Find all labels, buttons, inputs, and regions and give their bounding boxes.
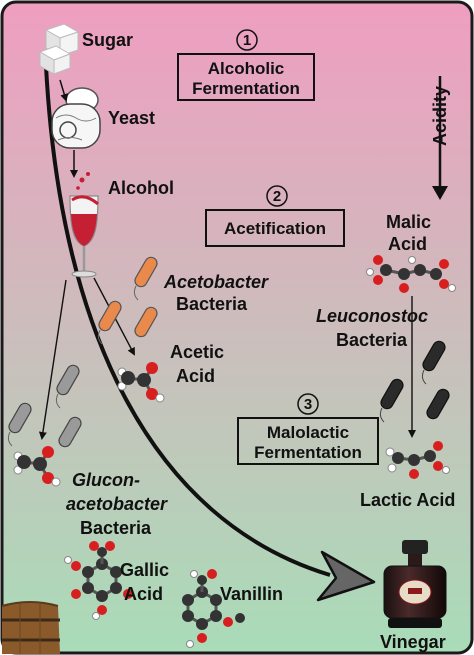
step-1-line1: Alcoholic bbox=[208, 59, 285, 78]
yeast-label: Yeast bbox=[108, 108, 155, 128]
lactic-acid-label: Lactic Acid bbox=[360, 490, 455, 510]
barrel-icon bbox=[1, 601, 60, 654]
malic-acid-molecule-icon bbox=[366, 255, 456, 293]
acetic-acid-molecule-icon bbox=[117, 362, 165, 403]
acidity-arrowhead-icon bbox=[432, 186, 448, 200]
gluconacetobacter-bacteria-label: Bacteria bbox=[80, 518, 152, 538]
step-3-number: 3 bbox=[304, 396, 312, 413]
alcohol-to-gluconacetobacter-arrow bbox=[38, 279, 67, 440]
sugar-label: Sugar bbox=[82, 30, 133, 50]
sugar-cubes-icon bbox=[38, 23, 80, 75]
step-3-box bbox=[237, 417, 379, 465]
acetic-acid-molecule-left-icon bbox=[13, 446, 61, 487]
step-3-line2: Fermentation bbox=[254, 443, 362, 462]
step-2-box bbox=[205, 209, 345, 247]
step-2-number: 2 bbox=[273, 188, 281, 205]
acetobacter-bacteria-label: Bacteria bbox=[176, 294, 248, 314]
sugar-to-yeast-arrow bbox=[59, 79, 69, 102]
yeast-cell-icon bbox=[51, 87, 101, 149]
vinegar-label: Vinegar bbox=[380, 632, 446, 652]
step-1-number: 1 bbox=[243, 32, 251, 49]
vanillin-molecule-icon bbox=[182, 569, 245, 648]
gluconacetobacter-bacteria-icon bbox=[7, 364, 82, 448]
leuconostoc-label: Leuconostoc bbox=[316, 306, 428, 326]
leuconostoc-bacteria-icon bbox=[379, 340, 450, 423]
step-1-line2: Fermentation bbox=[192, 79, 300, 98]
vinegar-bottle-icon bbox=[383, 540, 447, 628]
gallic-acid-molecule-icon bbox=[64, 541, 133, 620]
gluconacetobacter-label-1: Glucon- bbox=[72, 470, 140, 490]
main-process-arrow bbox=[44, 65, 331, 577]
acetobacter-bacteria-icon bbox=[97, 256, 158, 345]
step-2-line1: Acetification bbox=[224, 219, 326, 238]
acetic-acid-label: Acid bbox=[176, 366, 215, 386]
alcohol-label: Alcohol bbox=[108, 178, 174, 198]
leuconostoc-bacteria-label: Bacteria bbox=[336, 330, 408, 350]
step-3-line1: Malolactic bbox=[267, 423, 349, 442]
main-arrowhead-icon bbox=[316, 550, 376, 602]
step-3-group: 3 Malolactic Fermentation bbox=[237, 393, 379, 465]
gallic-acid-label: Acid bbox=[124, 584, 163, 604]
wine-glass-icon bbox=[69, 172, 99, 278]
step-1-box bbox=[177, 53, 315, 101]
lactic-acid-molecule-icon bbox=[385, 441, 450, 479]
step-1-group: 1 Alcoholic Fermentation bbox=[177, 29, 315, 101]
gallic-label: Gallic bbox=[120, 560, 169, 580]
malic-acid-label: Acid bbox=[388, 234, 427, 254]
step-2-group: 2 Acetification bbox=[205, 185, 345, 247]
acetic-label: Acetic bbox=[170, 342, 224, 362]
gluconacetobacter-label-2: acetobacter bbox=[66, 494, 168, 514]
acetobacter-label: Acetobacter bbox=[163, 272, 269, 292]
vanillin-label: Vanillin bbox=[220, 584, 283, 604]
acidity-label: Acidity bbox=[430, 86, 450, 146]
malic-label: Malic bbox=[386, 212, 431, 232]
